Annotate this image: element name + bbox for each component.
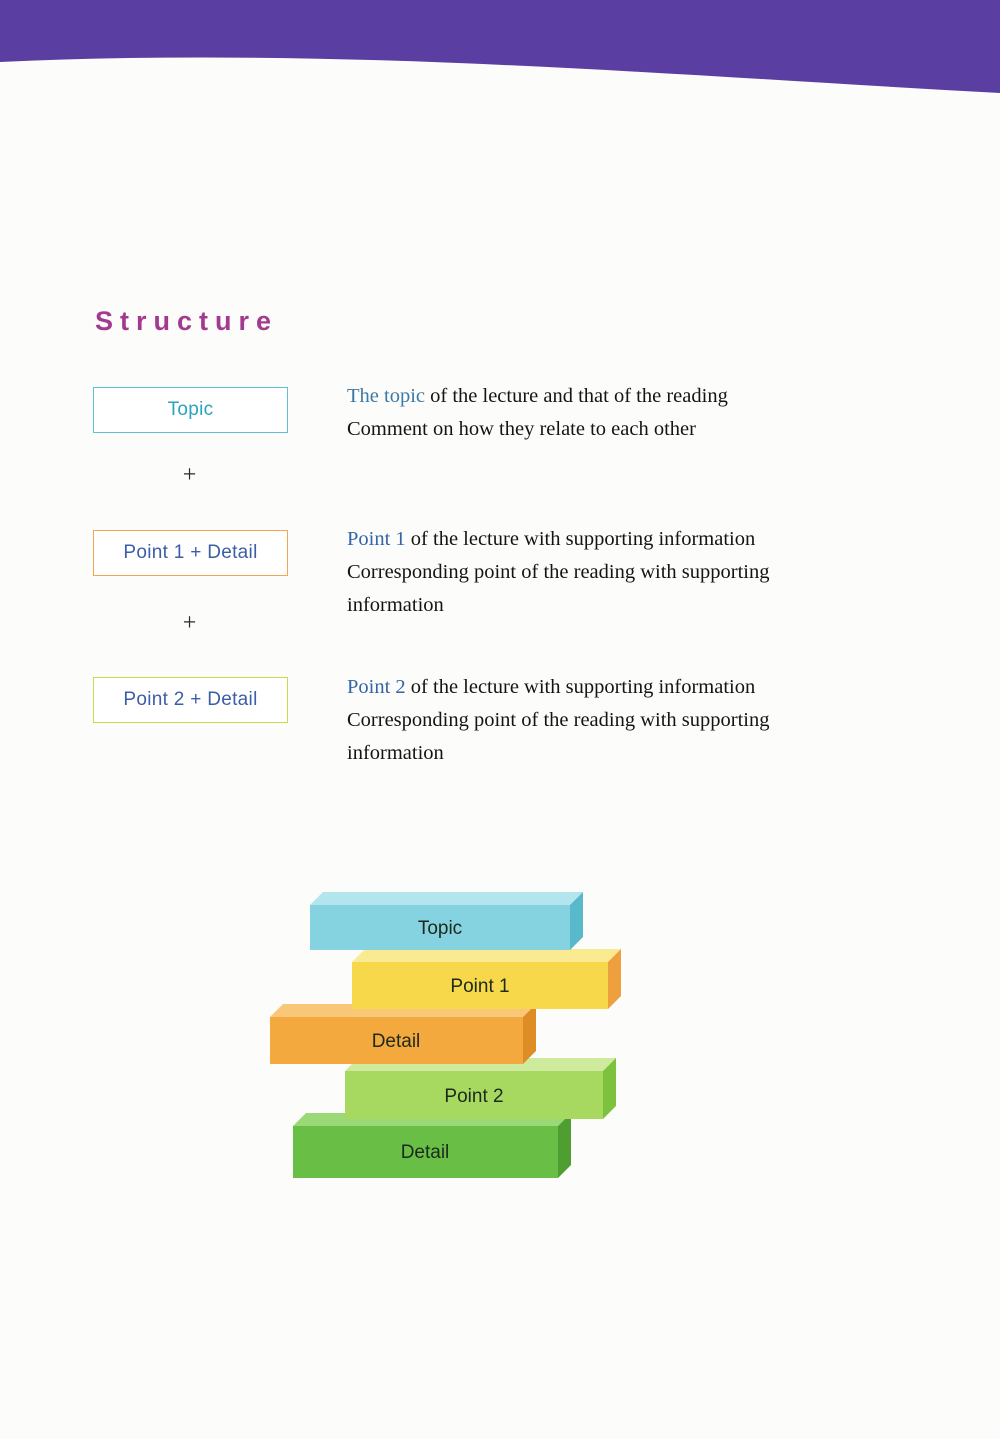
bar-detail1: Detail xyxy=(270,1004,536,1064)
structure-diagram: Detail Point 2 Detail Point 1 xyxy=(270,892,621,1178)
bar-side-face xyxy=(523,1004,536,1064)
bar-topic: Topic xyxy=(310,892,583,950)
description-line: Point 1 of the lecture with supporting i… xyxy=(347,523,859,556)
bar-front-face xyxy=(310,905,570,950)
bar-point1: Point 1 xyxy=(352,949,621,1009)
bar-detail2: Detail xyxy=(293,1113,571,1178)
description-text: of the lecture and that of the reading xyxy=(425,385,728,407)
bar-front-face xyxy=(293,1126,558,1178)
description-topic: The topic of the lecture and that of the… xyxy=(347,380,859,446)
point2-box: Point 2 + Detail xyxy=(93,677,288,723)
bar-side-face xyxy=(608,949,621,1009)
point2-box-label: Point 2 + Detail xyxy=(123,689,258,710)
banner-curve xyxy=(0,0,1000,93)
bar-label: Detail xyxy=(401,1142,450,1163)
description-point1: Point 1 of the lecture with supporting i… xyxy=(347,523,859,622)
topic-box-label: Topic xyxy=(167,399,214,420)
bar-label: Detail xyxy=(372,1031,421,1052)
page-title: Structure xyxy=(95,306,279,336)
bar-label: Point 2 xyxy=(444,1086,503,1107)
description-line: Comment on how they relate to each other xyxy=(347,418,696,440)
description-text: of the lecture with supporting informati… xyxy=(405,528,756,550)
description-text: of the lecture with supporting informati… xyxy=(405,676,756,698)
bar-point2: Point 2 xyxy=(345,1058,616,1119)
description-highlight: Point 1 xyxy=(347,528,406,550)
bar-front-face xyxy=(345,1071,603,1119)
description-point2: Point 2 of the lecture with supporting i… xyxy=(347,671,859,770)
bar-side-face xyxy=(558,1113,571,1178)
bar-label: Point 1 xyxy=(450,976,509,997)
point1-box: Point 1 + Detail xyxy=(93,530,288,576)
description-line: The topic of the lecture and that of the… xyxy=(347,380,859,413)
bar-side-face xyxy=(603,1058,616,1119)
bar-front-face xyxy=(270,1017,523,1064)
description-highlight: The topic xyxy=(347,385,425,407)
bar-top-face xyxy=(352,949,621,962)
description-line: Corresponding point of the reading with … xyxy=(347,561,770,616)
description-line: Corresponding point of the reading with … xyxy=(347,709,770,764)
plus-sign: + xyxy=(182,610,197,636)
plus-sign: + xyxy=(182,462,197,488)
description-line: Point 2 of the lecture with supporting i… xyxy=(347,671,859,704)
description-highlight: Point 2 xyxy=(347,676,406,698)
point1-box-label: Point 1 + Detail xyxy=(123,542,258,563)
bar-label: Topic xyxy=(418,918,462,939)
header-banner xyxy=(0,0,1000,93)
bar-top-face xyxy=(310,892,583,905)
bar-front-face xyxy=(352,962,608,1009)
bar-side-face xyxy=(570,892,583,950)
topic-box: Topic xyxy=(93,387,288,433)
